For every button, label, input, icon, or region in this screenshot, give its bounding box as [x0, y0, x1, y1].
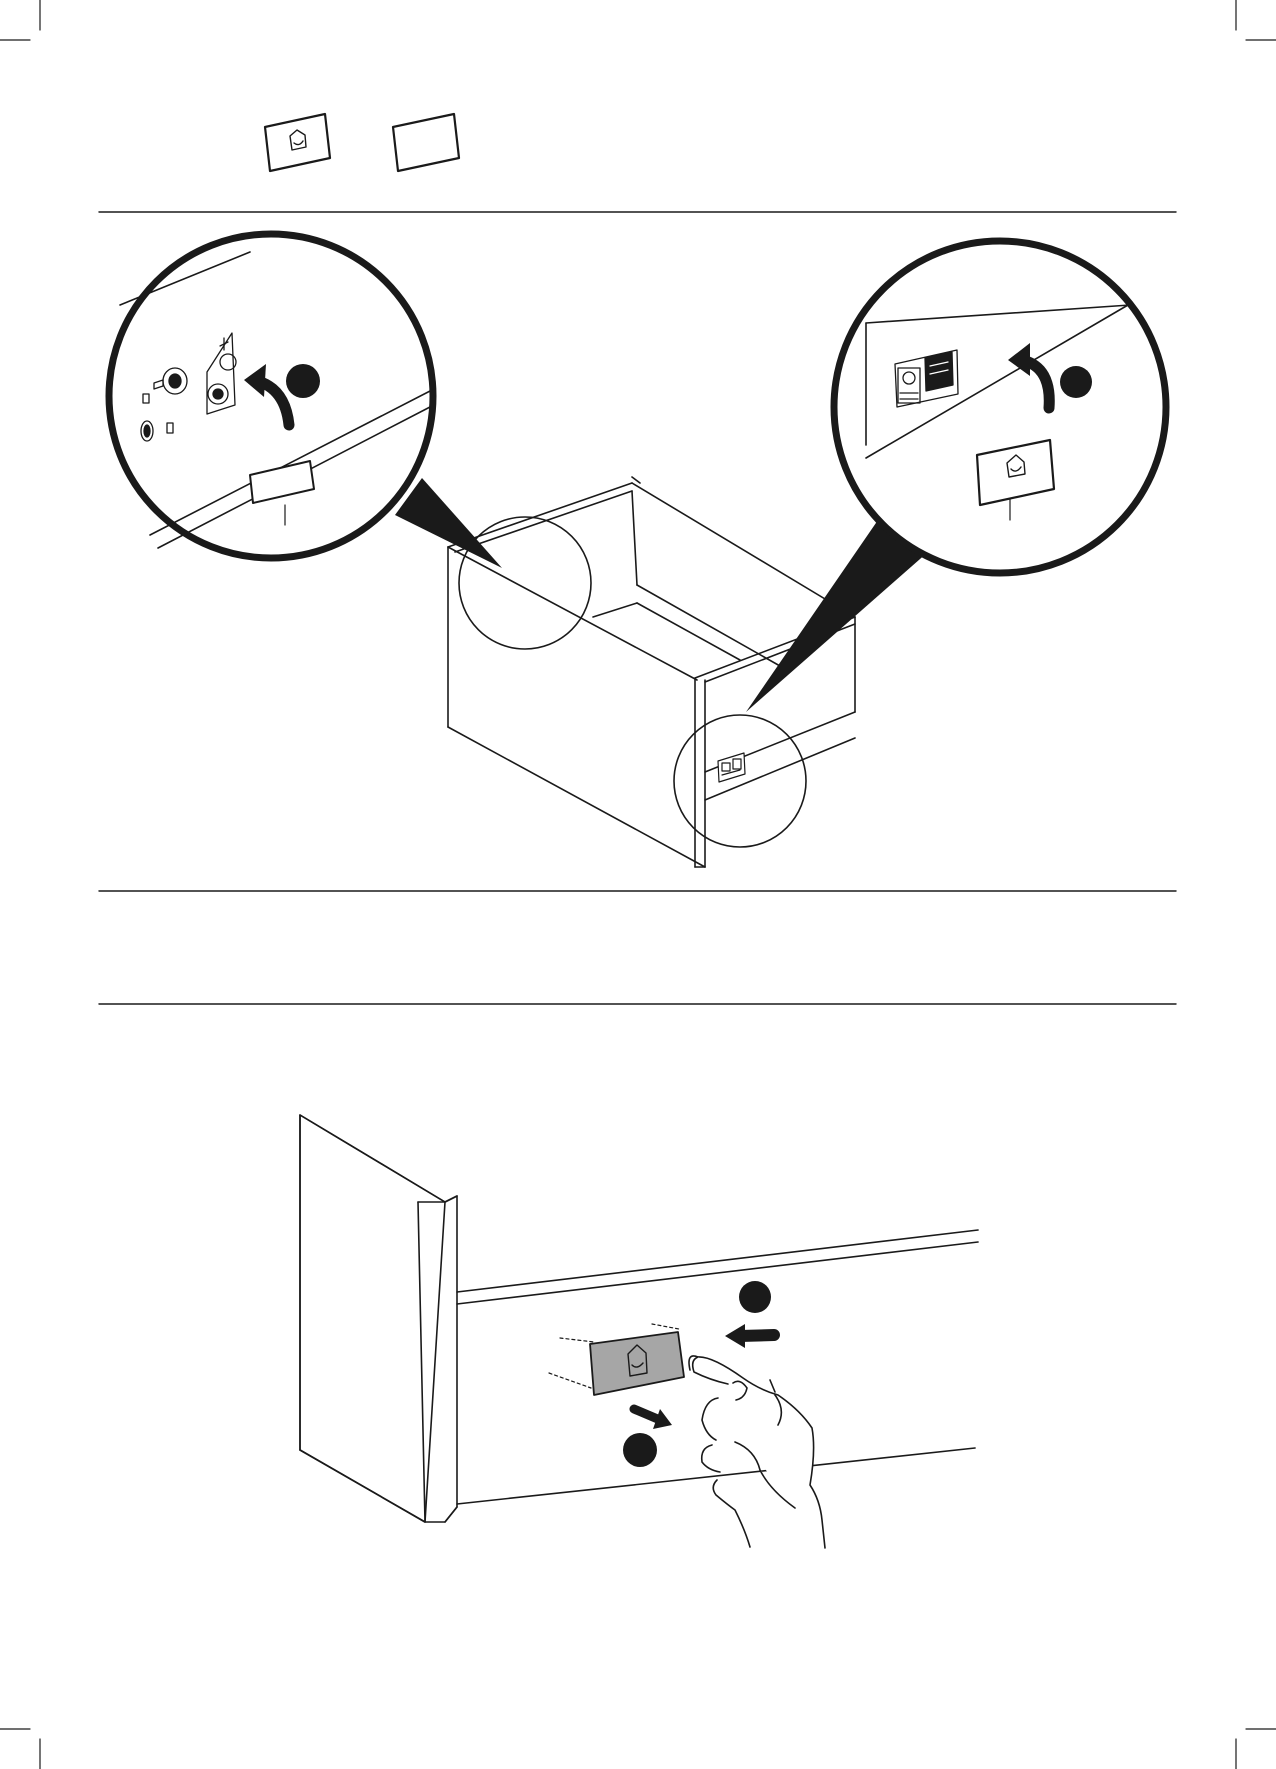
cabinet-side-panel — [300, 1115, 457, 1522]
parts-header — [265, 114, 459, 171]
blank-cover-cap-part — [393, 114, 459, 171]
house-logo-icon — [290, 130, 306, 150]
cover-cap-being-pressed — [549, 1324, 684, 1395]
drawer-box — [448, 477, 855, 867]
push-arrow — [725, 1324, 774, 1348]
hand-icon — [689, 1356, 825, 1548]
step-marker-press-top — [739, 1281, 771, 1313]
step-marker-press-bottom — [623, 1433, 657, 1467]
zoom-bubble-left — [109, 234, 433, 558]
zoom-bubble-right — [834, 241, 1166, 573]
slide-arrow — [634, 1409, 672, 1429]
step-marker-zoom-right — [1060, 366, 1092, 398]
cover-cap-with-logo-part — [265, 114, 330, 171]
step-marker-zoom-left — [286, 364, 320, 398]
